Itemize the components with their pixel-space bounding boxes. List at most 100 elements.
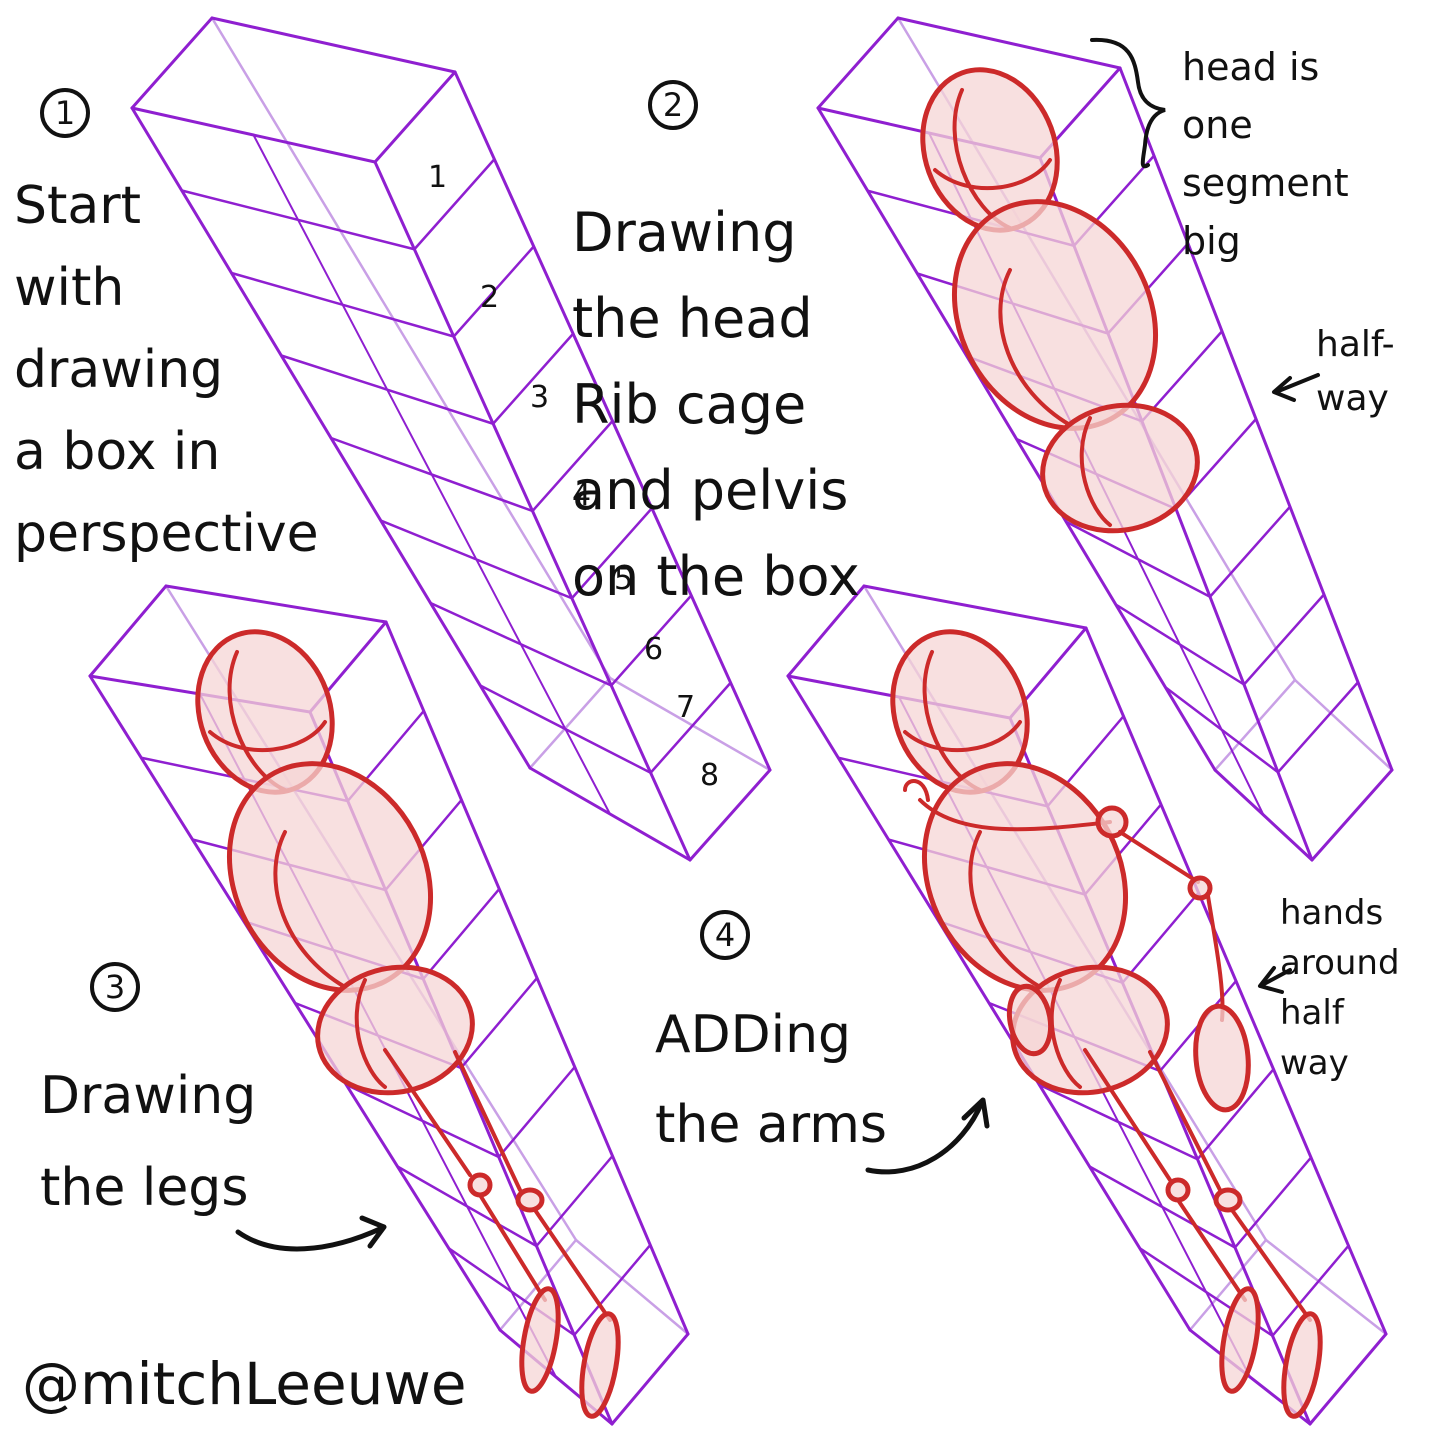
ribcage-centerline bbox=[968, 830, 1042, 989]
hand-shape bbox=[1193, 1003, 1251, 1113]
right-thigh bbox=[453, 1050, 522, 1192]
box-edge bbox=[816, 16, 900, 110]
step-4-text: ADDing the arms bbox=[655, 1005, 887, 1155]
halfway-arrow bbox=[1274, 373, 1320, 394]
box-back-edge bbox=[528, 676, 612, 770]
left-knee bbox=[1165, 1177, 1191, 1203]
pelvis-centerline bbox=[1079, 416, 1112, 527]
pelvis-shape bbox=[1040, 402, 1200, 534]
right-shin bbox=[533, 1208, 612, 1322]
segment-line bbox=[459, 976, 539, 1070]
left-thigh bbox=[383, 1048, 472, 1177]
left-foot bbox=[519, 1286, 561, 1394]
segment-line bbox=[535, 1154, 614, 1248]
left-shoulder bbox=[903, 779, 930, 802]
arms-arrow-head bbox=[961, 1097, 990, 1129]
step-2-text: Drawing the head Rib cage and pelvis on … bbox=[572, 201, 860, 608]
right-foot bbox=[579, 1311, 621, 1419]
halfway-note: half- way bbox=[1316, 324, 1395, 419]
figure-step-4 bbox=[890, 629, 1323, 1419]
box-edge bbox=[210, 16, 457, 74]
box-edge bbox=[373, 70, 457, 164]
segment-number-1: 1 bbox=[428, 160, 448, 195]
arms-arrow bbox=[865, 1099, 985, 1175]
box-back-edge bbox=[1293, 678, 1394, 772]
step-4-number: 4 bbox=[700, 910, 750, 960]
figure-step-2 bbox=[920, 67, 1200, 534]
step-2-number: 2 bbox=[648, 80, 698, 130]
box-back-edge bbox=[1264, 1238, 1388, 1336]
segment-line bbox=[1121, 891, 1200, 984]
right-knee bbox=[515, 1187, 545, 1213]
pelvis-centerline bbox=[354, 978, 387, 1089]
figure-shapes bbox=[195, 67, 1323, 1419]
segment-line bbox=[422, 887, 501, 981]
box-edge bbox=[1308, 1332, 1388, 1426]
segment-line bbox=[452, 245, 535, 338]
box-edge bbox=[610, 1332, 690, 1426]
segment-line bbox=[531, 419, 614, 513]
pelvis-shape bbox=[315, 964, 475, 1096]
step-1-number: 1 bbox=[40, 88, 90, 138]
segment-line bbox=[610, 594, 693, 687]
segment-line bbox=[1276, 681, 1360, 774]
box-back-edge bbox=[574, 1238, 690, 1336]
left-thigh bbox=[1083, 1048, 1172, 1182]
right-shin bbox=[1230, 1208, 1312, 1322]
hands-arrow bbox=[1260, 968, 1292, 987]
upper-arm bbox=[1118, 830, 1200, 884]
box-edge bbox=[1310, 768, 1394, 862]
box-edge bbox=[130, 16, 214, 110]
hands-arrow-head bbox=[1258, 966, 1284, 994]
segment-number-5: 5 bbox=[614, 562, 634, 597]
elbow-joint bbox=[1187, 875, 1213, 901]
step-3-text: Drawing the legs bbox=[40, 1066, 257, 1218]
head-size-note: head is one segment big bbox=[1182, 45, 1349, 263]
segment-number-7: 7 bbox=[676, 690, 696, 725]
right-shoulder-joint bbox=[1095, 805, 1129, 839]
pelvis-centerline bbox=[1049, 978, 1082, 1089]
figure-step-3 bbox=[195, 629, 621, 1419]
segment-line bbox=[1196, 1068, 1275, 1161]
hands-note: hands around half way bbox=[1280, 893, 1400, 1083]
left-hand bbox=[1006, 983, 1054, 1057]
box-edge bbox=[896, 16, 1122, 70]
box-edge bbox=[88, 584, 168, 678]
head-jaw bbox=[903, 720, 1022, 753]
left-shin bbox=[1176, 1198, 1247, 1302]
segment-number-2: 2 bbox=[480, 280, 500, 315]
step-3-number: 3 bbox=[90, 962, 140, 1012]
segment-line bbox=[1208, 505, 1292, 598]
segment-number-3: 3 bbox=[530, 380, 550, 415]
head-jaw bbox=[208, 720, 327, 753]
segment-number-4: 4 bbox=[572, 478, 592, 513]
step-1-text: Start with drawing a box in perspective bbox=[14, 176, 319, 564]
legs-arrow-head bbox=[359, 1215, 387, 1249]
shoulder-line bbox=[918, 798, 1112, 832]
box-back-edge bbox=[608, 676, 772, 772]
segment-line bbox=[570, 507, 654, 600]
right-thigh bbox=[1148, 1050, 1222, 1192]
ribcage-centerline bbox=[273, 830, 347, 989]
pelvis-shape bbox=[1010, 964, 1170, 1096]
legs-arrow bbox=[235, 1225, 385, 1252]
left-foot bbox=[1219, 1286, 1261, 1394]
box-edge bbox=[786, 584, 866, 678]
ribcage-centerline bbox=[998, 268, 1072, 427]
artist-signature: @mitchLeeuwe bbox=[22, 1350, 467, 1418]
head-brace bbox=[1090, 37, 1166, 169]
left-knee bbox=[467, 1172, 493, 1198]
perspective-box-1 bbox=[130, 16, 772, 862]
segment-line bbox=[1233, 1156, 1313, 1249]
segment-line bbox=[649, 681, 732, 774]
segment-number-6: 6 bbox=[644, 632, 664, 667]
halfway-arrow-head bbox=[1272, 376, 1296, 402]
segment-line bbox=[1271, 1244, 1350, 1337]
right-knee bbox=[1213, 1187, 1243, 1213]
center-guide-line bbox=[252, 134, 611, 815]
segment-number-8: 8 bbox=[700, 758, 720, 793]
segment-line bbox=[497, 1065, 576, 1159]
box-back-edge bbox=[1188, 1238, 1268, 1332]
box-edge bbox=[164, 584, 388, 624]
